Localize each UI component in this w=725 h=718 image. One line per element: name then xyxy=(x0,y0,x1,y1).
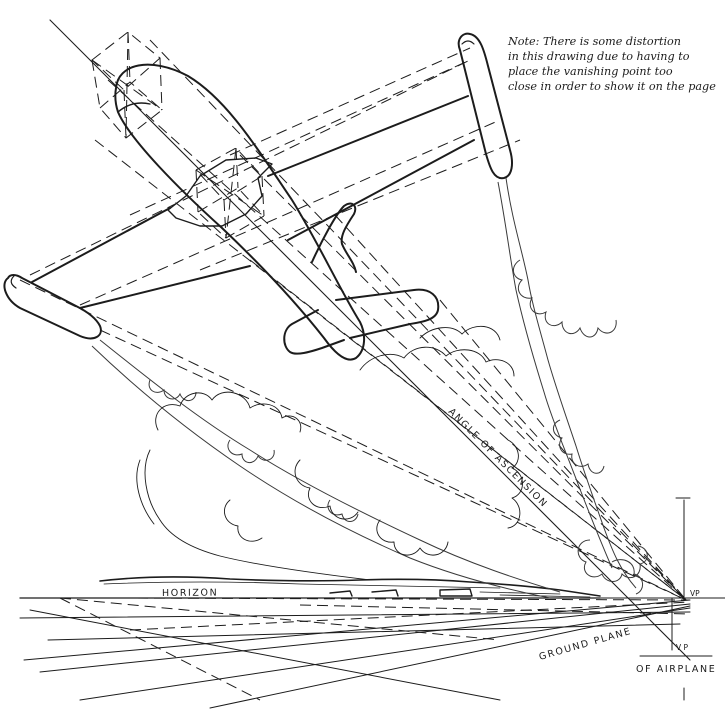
ground-dashed-lines xyxy=(59,597,691,701)
vertical-fin xyxy=(311,202,357,273)
right-smoke-trail xyxy=(497,177,648,595)
clouds xyxy=(136,325,523,581)
right-wing xyxy=(267,95,475,241)
distortion-note: Note: There is some distortion in this d… xyxy=(508,34,720,94)
angle-of-ascension-line xyxy=(49,19,691,661)
vanishing-rays xyxy=(19,39,687,601)
right-wing-tank xyxy=(457,32,513,180)
ground-plane-lines xyxy=(19,599,691,709)
note-line: place the vanishing point too xyxy=(508,65,673,78)
ground-plane-label: GROUND PLANE xyxy=(538,626,633,663)
note-line: close in order to show it on the page xyxy=(508,80,716,93)
note-line: in this drawing due to having to xyxy=(508,50,690,63)
note-line: Note: There is some distortion xyxy=(508,35,681,48)
horizon-landscape xyxy=(99,576,601,598)
left-wing xyxy=(31,207,251,309)
vp-lower-label: V P xyxy=(676,643,689,652)
left-stabilizer xyxy=(283,309,345,355)
left-wing-tank xyxy=(3,274,102,340)
horizon-label: HORIZON xyxy=(162,588,218,599)
of-airplane-label: OF AIRPLANE xyxy=(636,664,716,675)
fuselage xyxy=(114,63,366,361)
left-smoke-trail xyxy=(91,339,561,599)
vp-upper-label: VP xyxy=(690,589,700,598)
right-stabilizer xyxy=(335,288,440,339)
airplane xyxy=(3,32,513,361)
angle-of-ascension-label: ANGLE OF ASCENSION xyxy=(446,406,550,510)
